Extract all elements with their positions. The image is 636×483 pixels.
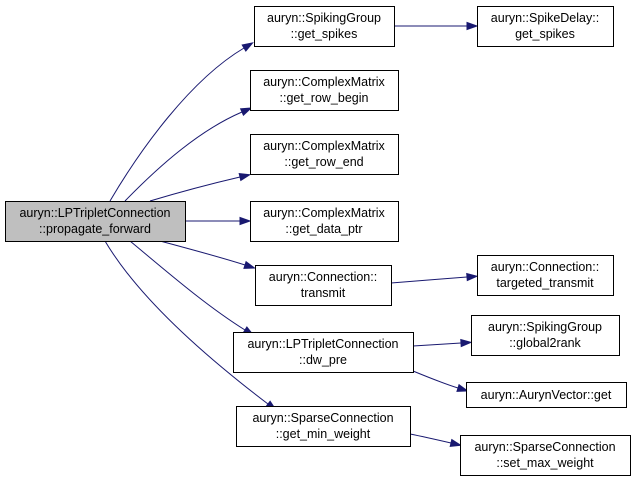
node-lp_propagate_forward[interactable]: auryn::LPTripletConnection::propagate_fo… [5,201,186,242]
edge-line [109,47,245,202]
node-cm_get_row_end[interactable]: auryn::ComplexMatrix::get_row_end [250,134,399,175]
node-label-line1: auryn::ComplexMatrix [263,75,385,89]
node-label-line1: auryn::SpikeDelay:: [491,11,599,25]
node-sc_get_min_weight[interactable]: auryn::SparseConnection::get_min_weight [236,406,411,447]
node-box[interactable] [477,6,614,47]
edge-lp_propagate_forward-to-cm_get_row_end [149,173,252,202]
node-sg_global2rank[interactable]: auryn::SpikingGroup::global2rank [471,315,620,356]
node-label-line1: auryn::Connection:: [491,260,599,274]
node-box[interactable] [250,201,399,242]
node-label-line2: ::get_min_weight [276,427,371,441]
edge-line [390,276,468,284]
edges-layer [104,21,479,447]
node-box[interactable] [236,406,411,447]
node-label-line2: ::get_row_begin [280,91,369,105]
edge-line [412,342,462,347]
node-box[interactable] [471,315,620,356]
node-sd_get_spikes[interactable]: auryn::SpikeDelay::get_spikes [477,6,614,47]
node-label-line2: ::propagate_forward [39,222,151,236]
node-label-line1: auryn::ComplexMatrix [263,139,385,153]
node-cm_get_data_ptr[interactable]: auryn::ComplexMatrix::get_data_ptr [250,201,399,242]
node-label-line2: ::global2rank [509,336,581,350]
node-label-line2: ::dw_pre [299,353,347,367]
edge-sg_get_spikes-to-sd_get_spikes [394,21,479,31]
node-label-line2: ::get_data_ptr [285,222,362,236]
node-label-line1: auryn::SparseConnection [474,440,615,454]
node-label-line1: auryn::AurynVector::get [481,388,612,402]
node-cm_get_row_begin[interactable]: auryn::ComplexMatrix::get_row_begin [250,70,399,111]
node-label-line2: transmit [301,286,346,300]
node-box[interactable] [5,201,186,242]
nodes-layer: auryn::LPTripletConnection::propagate_fo… [5,6,631,476]
node-label-line1: auryn::Connection:: [269,270,377,284]
edge-line [409,433,452,444]
node-conn_targeted_transmit[interactable]: auryn::Connection::targeted_transmit [477,255,614,296]
node-label-line2: ::get_row_end [284,155,363,169]
arrowhead [449,438,463,447]
arrowhead [239,107,253,117]
node-label-line2: targeted_transmit [496,276,594,290]
node-lp_dw_pre[interactable]: auryn::LPTripletConnection::dw_pre [233,332,414,373]
edge-line [159,240,246,266]
edge-conn_transmit-to-conn_targeted_transmit [390,272,479,284]
node-av_get[interactable]: auryn::AurynVector::get [466,382,627,408]
node-box[interactable] [250,70,399,111]
node-label-line1: auryn::SpikingGroup [488,320,602,334]
node-label-line1: auryn::SparseConnection [252,411,393,425]
edge-lp_propagate_forward-to-lp_dw_pre [129,240,255,337]
node-label-line1: auryn::LPTripletConnection [247,337,398,351]
edge-lp_dw_pre-to-av_get [412,370,469,392]
edge-sc_get_min_weight-to-sc_set_max_weight [409,433,463,447]
edge-line [124,111,243,202]
node-box[interactable] [477,255,614,296]
edge-lp_propagate_forward-to-cm_get_data_ptr [185,216,252,226]
edge-line [412,370,459,389]
node-label-line1: auryn::SpikingGroup [267,11,381,25]
node-box[interactable] [254,6,395,47]
node-label-line2: ::set_max_weight [496,456,594,470]
node-label-line2: get_spikes [515,27,575,41]
node-label-line2: ::get_spikes [291,27,358,41]
node-sg_get_spikes[interactable]: auryn::SpikingGroup::get_spikes [254,6,395,47]
node-box[interactable] [460,435,631,476]
edge-lp_propagate_forward-to-cm_get_row_begin [124,107,253,202]
node-box[interactable] [466,382,627,408]
node-box[interactable] [233,332,414,373]
node-box[interactable] [250,134,399,175]
edge-lp_dw_pre-to-sg_global2rank [412,338,473,348]
edge-line [149,176,241,202]
arrowhead [466,21,479,31]
arrowhead [238,173,252,182]
edge-lp_propagate_forward-to-sg_get_spikes [109,42,254,202]
node-box[interactable] [255,265,392,306]
node-label-line1: auryn::ComplexMatrix [263,206,385,220]
edge-lp_propagate_forward-to-conn_transmit [159,240,256,269]
edge-line [129,240,246,331]
arrowhead [456,383,469,392]
arrowhead [241,42,254,52]
node-label-line1: auryn::LPTripletConnection [19,206,170,220]
arrowhead [460,338,473,348]
node-sc_set_max_weight[interactable]: auryn::SparseConnection::set_max_weight [460,435,631,476]
node-conn_transmit[interactable]: auryn::Connection::transmit [255,265,392,306]
arrowhead [239,216,252,226]
edge-line [104,240,269,405]
arrowhead [243,260,256,269]
arrowhead [466,272,479,282]
